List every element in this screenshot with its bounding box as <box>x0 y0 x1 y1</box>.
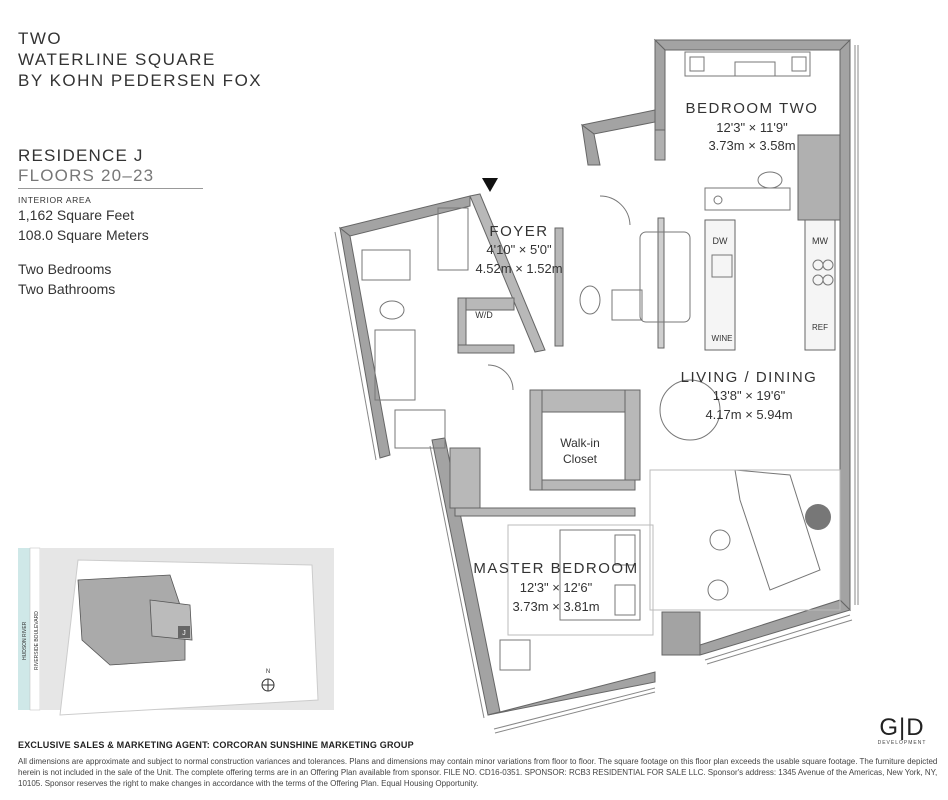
bedroom-count: Two Bedrooms <box>18 261 112 277</box>
residence-info: RESIDENCE J FLOORS 20–23 INTERIOR AREA 1… <box>18 146 203 299</box>
room-label-foyer: FOYER 4'10" × 5'0" 4.52m × 1.52m <box>475 223 562 276</box>
residence-name: RESIDENCE J <box>18 146 144 165</box>
living-imperial: 13'8" × 19'6" <box>713 388 786 403</box>
bathroom-fixtures <box>361 207 691 449</box>
residence-floors: FLOORS 20–23 <box>18 166 203 189</box>
master-imperial: 12'3" × 12'6" <box>520 580 593 595</box>
exterior-walls <box>338 38 851 716</box>
key-plan: J HUDSON RIVER RIVERSIDE BOULEVARD N <box>18 547 334 716</box>
interior-area-label: INTERIOR AREA <box>18 195 92 205</box>
bedroom-two-name: BEDROOM TWO <box>686 100 819 117</box>
doors <box>487 195 631 391</box>
developer-logo: G|D DEVELOPMENT <box>864 714 940 747</box>
square-feet: 1,162 Square Feet <box>18 207 134 223</box>
bedroom-two-metric: 3.73m × 3.58m <box>708 138 795 153</box>
hudson-river-label: HUDSON RIVER <box>22 621 28 660</box>
room-label-master: MASTER BEDROOM 12'3" × 12'6" 3.73m × 3.8… <box>473 560 638 614</box>
logo-subtitle: DEVELOPMENT <box>877 740 927 746</box>
project-title-line1: TWO <box>18 29 63 48</box>
bedroom-two-imperial: 12'3" × 11'9" <box>716 120 788 135</box>
bathroom-count: Two Bathrooms <box>18 281 116 297</box>
living-name: LIVING / DINING <box>681 369 818 386</box>
kitchen-fixtures <box>711 254 834 286</box>
foyer-name: FOYER <box>489 223 548 240</box>
project-title-line3: BY KOHN PEDERSEN FOX <box>18 71 263 90</box>
north-label: N <box>266 669 270 675</box>
room-label-closet: Walk-in Closet <box>560 436 600 466</box>
project-title: TWO WATERLINE SQUARE BY KOHN PEDERSEN FO… <box>18 28 262 91</box>
logo-mark: G|D <box>879 714 925 741</box>
closet-line2: Closet <box>563 452 598 466</box>
wd-label: W/D <box>475 310 493 320</box>
master-furniture <box>499 524 654 671</box>
room-label-bedroom-two: BEDROOM TWO 12'3" × 11'9" 3.73m × 3.58m <box>686 100 819 153</box>
living-furniture <box>649 379 841 611</box>
square-meters: 108.0 Square Meters <box>18 227 149 243</box>
keyplan-unit-label: J <box>182 630 186 637</box>
foyer-imperial: 4'10" × 5'0" <box>486 242 552 257</box>
plant-icon <box>805 504 831 530</box>
entry-arrow-icon <box>482 178 498 192</box>
ref-label: REF <box>812 323 828 332</box>
riverside-boulevard-label: RIVERSIDE BOULEVARD <box>34 611 40 670</box>
wine-label: WINE <box>712 334 733 343</box>
mw-label: MW <box>812 236 828 246</box>
legal-disclaimer: All dimensions are approximate and subje… <box>18 757 938 788</box>
foyer-metric: 4.52m × 1.52m <box>475 261 562 276</box>
living-metric: 4.17m × 5.94m <box>705 407 792 422</box>
master-name: MASTER BEDROOM <box>473 560 638 577</box>
windows <box>334 45 859 734</box>
sales-agent-line: EXCLUSIVE SALES & MARKETING AGENT: CORCO… <box>18 740 414 750</box>
project-title-line2: WATERLINE SQUARE <box>18 50 216 69</box>
dw-label: DW <box>713 236 728 246</box>
room-label-living: LIVING / DINING 13'8" × 19'6" 4.17m × 5.… <box>681 369 818 422</box>
closet-line1: Walk-in <box>560 436 600 450</box>
master-metric: 3.73m × 3.81m <box>512 599 599 614</box>
bedroom-two-furniture <box>684 51 811 211</box>
